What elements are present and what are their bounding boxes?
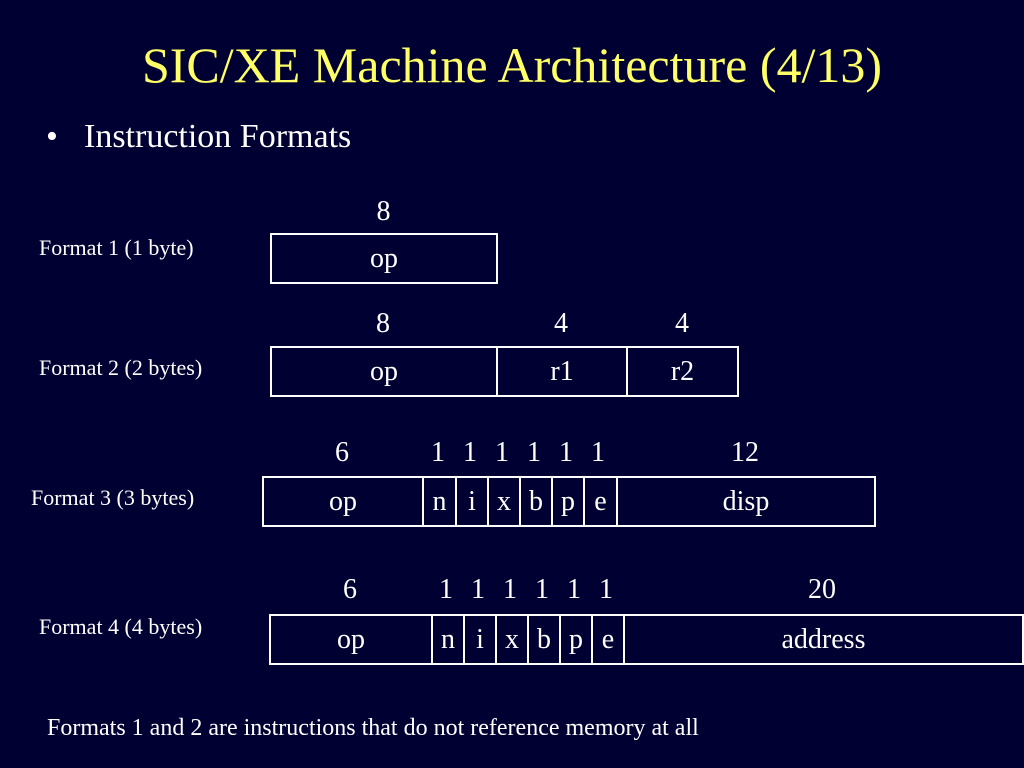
bit-width-op: 6 <box>335 437 349 468</box>
bit-width-b: 1 <box>535 574 549 605</box>
field-b: b <box>529 616 561 663</box>
bit-width-r1: 4 <box>554 308 568 339</box>
bit-width-n: 1 <box>439 574 453 605</box>
bit-width-p: 1 <box>559 437 573 468</box>
bit-width-x: 1 <box>495 437 509 468</box>
field-r1: r1 <box>498 348 628 395</box>
field-b: b <box>521 478 553 525</box>
bit-width-address: 20 <box>808 574 836 605</box>
slide-title: SIC/XE Machine Architecture (4/13) <box>141 37 883 93</box>
bit-width-b: 1 <box>527 437 541 468</box>
format-3-label: Format 3 (3 bytes) <box>31 485 195 510</box>
bit-width-r2: 4 <box>675 308 689 339</box>
format-4-label: Format 4 (4 bytes) <box>39 614 203 639</box>
field-e: e <box>585 478 618 525</box>
field-op: op <box>272 348 498 395</box>
bit-width-i: 1 <box>471 574 485 605</box>
field-x: x <box>497 616 529 663</box>
bit-width-op: 8 <box>376 196 391 227</box>
format-2-label: Format 2 (2 bytes) <box>39 355 203 380</box>
field-x: x <box>489 478 521 525</box>
bullet-dot: • <box>46 118 58 155</box>
field-n: n <box>424 478 457 525</box>
field-p: p <box>553 478 585 525</box>
format-1-label: Format 1 (1 byte) <box>39 235 194 260</box>
field-address: address <box>625 616 1022 663</box>
field-e: e <box>593 616 625 663</box>
footnote: Formats 1 and 2 are instructions that do… <box>47 715 699 741</box>
field-disp: disp <box>618 478 874 525</box>
bullet-text: Instruction Formats <box>84 118 352 155</box>
format-1-box: op <box>270 233 498 284</box>
format-4-box: op n i x b p e address <box>269 614 1024 665</box>
field-r2: r2 <box>628 348 737 395</box>
field-p: p <box>561 616 593 663</box>
format-3-box: op n i x b p e disp <box>262 476 876 527</box>
field-op: op <box>271 616 433 663</box>
bullet-instruction-formats: • Instruction Formats <box>46 117 351 157</box>
bit-width-op: 8 <box>376 308 390 339</box>
field-i: i <box>465 616 497 663</box>
bit-width-i: 1 <box>463 437 477 468</box>
bit-width-x: 1 <box>503 574 517 605</box>
field-op: op <box>272 235 496 282</box>
format-2-box: op r1 r2 <box>270 346 739 397</box>
bit-width-op: 6 <box>343 574 357 605</box>
bit-width-p: 1 <box>567 574 581 605</box>
field-n: n <box>433 616 465 663</box>
bit-width-e: 1 <box>591 437 605 468</box>
field-i: i <box>457 478 489 525</box>
bit-width-disp: 12 <box>731 437 759 468</box>
field-op: op <box>264 478 424 525</box>
bit-width-n: 1 <box>431 437 445 468</box>
bit-width-e: 1 <box>599 574 613 605</box>
